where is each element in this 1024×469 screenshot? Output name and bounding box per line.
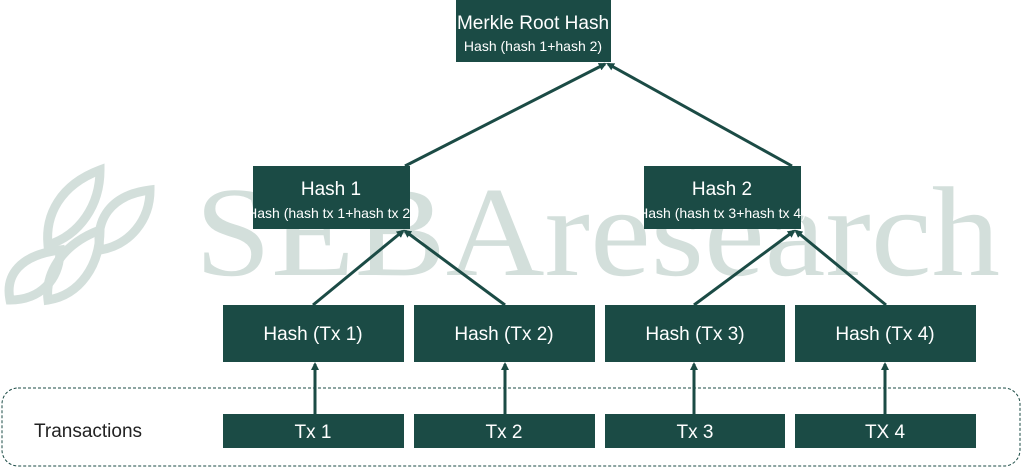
arrow-htx3-hash2 — [693, 229, 796, 307]
leaf-hash-label: Hash (Tx 1) — [263, 324, 362, 345]
leaf-hash-node: Hash (Tx 4) — [795, 305, 976, 362]
arrow-htx1-hash1 — [312, 229, 405, 307]
transactions-container — [1, 387, 1021, 467]
arrow-htx2-hash1 — [403, 229, 506, 307]
hash2-subtitle: Hash (hash tx 3+hash tx 4) — [638, 205, 806, 221]
transactions-label: Transactions — [34, 421, 142, 442]
transaction-node: TX 4 — [795, 414, 976, 448]
hash1-subtitle: Hash (hash tx 1+hash tx 2) — [247, 205, 415, 221]
leaf-hash-node: Hash (Tx 1) — [223, 305, 404, 362]
hash2-node: Hash 2 Hash (hash tx 3+hash tx 4) — [638, 166, 806, 229]
transaction-label: Tx 1 — [295, 422, 332, 443]
hash1-title: Hash 1 — [301, 179, 361, 200]
transaction-label: TX 4 — [865, 422, 906, 443]
transaction-node: Tx 2 — [414, 414, 595, 448]
connectors — [311, 62, 889, 414]
hash2-title: Hash 2 — [692, 179, 752, 200]
transaction-node: Tx 1 — [223, 414, 404, 448]
arrow-hash1-root — [404, 62, 607, 168]
transaction-label: Tx 2 — [486, 422, 523, 443]
transaction-label: Tx 3 — [677, 422, 714, 443]
watermark: SEBAresearch — [4, 161, 1000, 306]
leaf-hash-label: Hash (Tx 3) — [645, 324, 744, 345]
transaction-node: Tx 3 — [605, 414, 785, 448]
merkle-root-node: Merkle Root Hash Hash (hash 1+hash 2) — [456, 0, 611, 62]
arrow-hash2-root — [606, 62, 793, 168]
leaf-hash-label: Hash (Tx 2) — [454, 324, 553, 345]
hash1-node: Hash 1 Hash (hash tx 1+hash tx 2) — [247, 166, 415, 229]
root-subtitle: Hash (hash 1+hash 2) — [464, 38, 602, 54]
leaf-hash-node: Hash (Tx 2) — [414, 305, 595, 362]
arrow-htx4-hash2 — [794, 229, 887, 307]
leaf-hash-label: Hash (Tx 4) — [835, 324, 934, 345]
seba-logo-icon — [4, 163, 155, 306]
leaf-hash-node: Hash (Tx 3) — [605, 305, 785, 362]
root-title: Merkle Root Hash — [457, 13, 609, 34]
